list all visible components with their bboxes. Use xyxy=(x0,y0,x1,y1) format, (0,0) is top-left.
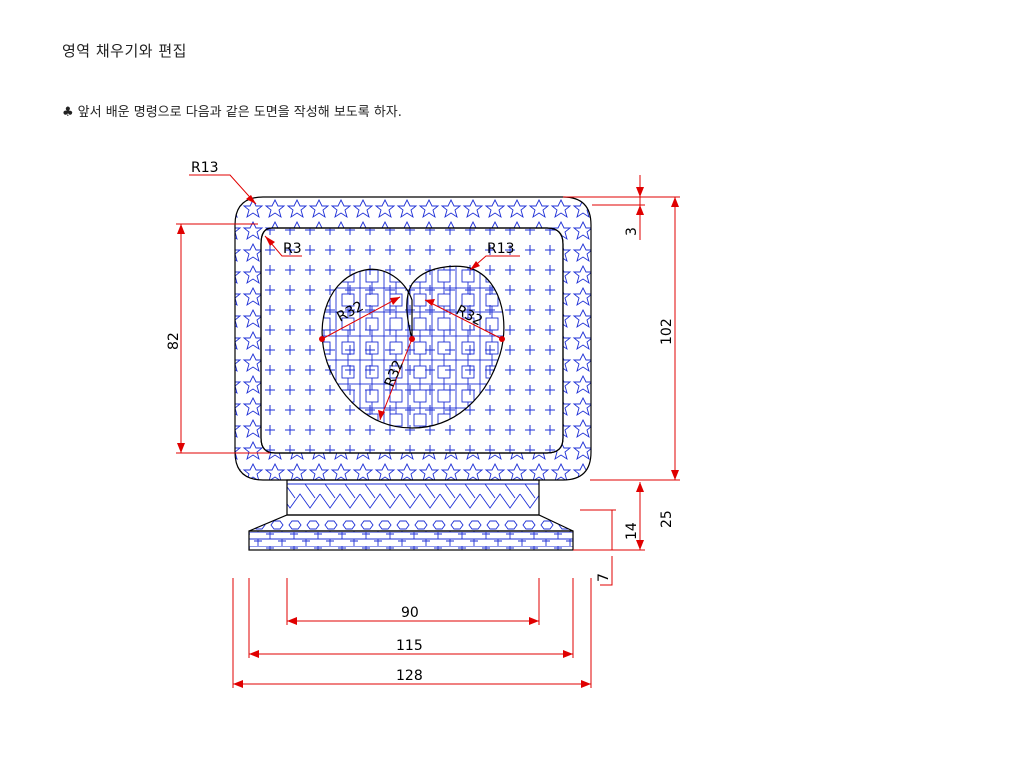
heart-shape xyxy=(321,265,505,429)
dimension-labels: R13 R3 R13 R32 R32 R32 82 102 3 25 14 7 … xyxy=(166,160,675,684)
dim-25: 25 xyxy=(659,510,675,528)
dim-115: 115 xyxy=(396,638,423,654)
stand-neck xyxy=(286,479,540,516)
page-title: 영역 채우기와 편집 xyxy=(62,42,187,60)
instruction-text: 앞서 배운 명령으로 다음과 같은 도면을 작성해 보도록 하자. xyxy=(77,105,402,120)
instruction-line: ♣앞서 배운 명령으로 다음과 같은 도면을 작성해 보도록 하자. xyxy=(62,101,402,120)
dim-3: 3 xyxy=(624,227,640,236)
dim-82: 82 xyxy=(166,332,182,350)
stand-base-upper xyxy=(248,514,574,532)
dim-r13-inner: R13 xyxy=(487,241,515,257)
dimension-arrows xyxy=(177,187,679,688)
dim-14: 14 xyxy=(624,522,640,540)
dim-7: 7 xyxy=(596,573,612,582)
stand-base-lower xyxy=(248,530,574,551)
dim-128: 128 xyxy=(396,668,423,684)
dim-90: 90 xyxy=(401,605,419,621)
center-points xyxy=(319,336,505,342)
club-bullet-icon: ♣ xyxy=(62,105,74,120)
dim-102: 102 xyxy=(659,318,675,345)
dim-r13-outer: R13 xyxy=(191,160,219,176)
dim-r3: R3 xyxy=(283,241,302,257)
